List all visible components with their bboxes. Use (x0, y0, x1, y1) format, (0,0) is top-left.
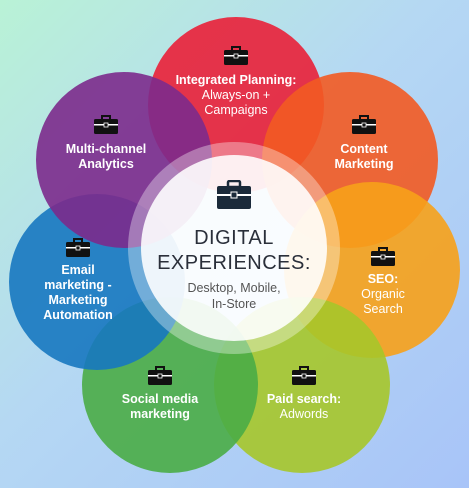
label-sub: Organic (361, 287, 405, 301)
label-sub: Adwords (279, 407, 329, 421)
center-label: DIGITAL EXPERIENCES: Desktop, Mobile, In… (157, 226, 311, 312)
center-sub-line2: In-Store (211, 297, 257, 311)
label-sub: Search (363, 302, 403, 316)
center-subtitle: Desktop, Mobile, In-Store (157, 280, 311, 312)
center-title-line2: EXPERIENCES: (157, 252, 311, 274)
center-disc (141, 155, 327, 341)
center-title-line1: DIGITAL (194, 227, 274, 249)
label-paid-search: Paid search: Adwords (267, 392, 341, 422)
label-title: Email (61, 263, 95, 277)
label-title: Marketing (48, 293, 108, 307)
label-title: Content (340, 142, 388, 156)
label-title: marketing (130, 407, 190, 421)
label-title: Marketing (334, 157, 394, 171)
center-title: DIGITAL EXPERIENCES: (157, 226, 311, 276)
label-title: Social media (121, 392, 199, 406)
briefcase-icon (292, 366, 316, 385)
briefcase-icon (148, 366, 172, 385)
label-multi-channel-analytics: Multi-channel Analytics (66, 142, 147, 172)
briefcase-icon (94, 115, 118, 134)
label-title: marketing - (44, 278, 112, 292)
label-title: SEO: (367, 272, 399, 286)
label-title: Automation (43, 308, 113, 322)
label-sub: Campaigns (204, 103, 268, 117)
center-briefcase-icon (217, 180, 251, 209)
label-content-marketing: Content Marketing (334, 142, 393, 172)
label-seo: SEO: Organic Search (361, 272, 405, 317)
label-integrated-planning: Integrated Planning: Always-on + Campaig… (176, 73, 297, 118)
center-sub-line1: Desktop, Mobile, (187, 281, 281, 295)
label-social-media-marketing: Social media marketing (122, 392, 198, 422)
label-title: Integrated Planning: (175, 73, 297, 87)
briefcase-icon (66, 238, 90, 257)
label-title: Multi-channel (65, 142, 147, 156)
label-email-marketing: Email marketing - Marketing Automation (43, 263, 112, 323)
label-title: Paid search: (266, 392, 342, 406)
briefcase-icon (371, 247, 395, 266)
label-title: Analytics (78, 157, 134, 171)
label-sub: Always-on + (201, 88, 271, 102)
briefcase-icon (352, 115, 376, 134)
briefcase-icon (224, 46, 248, 65)
